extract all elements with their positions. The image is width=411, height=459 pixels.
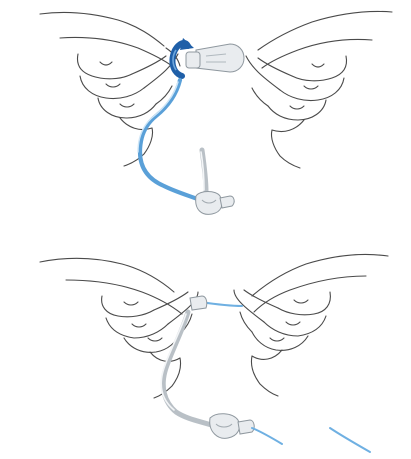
grey-tube-step-1: [196, 150, 234, 214]
left-hand-step-2: [40, 258, 198, 398]
right-hand-step-2: [234, 254, 388, 396]
panel-step-2: [40, 254, 388, 452]
panel-step-1: [40, 11, 392, 214]
right-hand-step-1: [246, 11, 392, 168]
blue-tube-step-1: [138, 80, 200, 200]
left-hand-step-1: [40, 12, 180, 166]
connector-step-1: [186, 44, 244, 72]
